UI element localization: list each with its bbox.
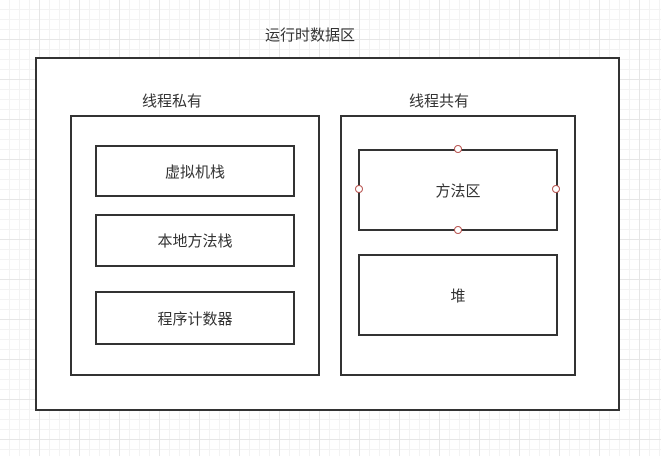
shared-group-label: 线程共有 [408, 92, 469, 110]
diagram-title: 运行时数据区 [264, 26, 355, 44]
method-area-box[interactable]: 方法区 [358, 149, 558, 231]
method-area-label: 方法区 [435, 181, 481, 200]
method-area-handle-left[interactable] [355, 185, 363, 193]
method-area-handle-right[interactable] [552, 185, 560, 193]
heap-label: 堆 [450, 286, 466, 305]
method-area-handle-bottom[interactable] [454, 226, 462, 234]
program-counter-box[interactable]: 程序计数器 [95, 291, 295, 345]
method-area-handle-top[interactable] [454, 145, 462, 153]
vm-stack-box[interactable]: 虚拟机栈 [95, 145, 295, 197]
heap-box[interactable]: 堆 [358, 254, 558, 336]
native-method-stack-box[interactable]: 本地方法栈 [95, 214, 295, 267]
native-method-stack-label: 本地方法栈 [157, 232, 233, 250]
vm-stack-label: 虚拟机栈 [164, 162, 225, 181]
program-counter-label: 程序计数器 [157, 309, 233, 328]
private-group-label: 线程私有 [141, 92, 202, 110]
